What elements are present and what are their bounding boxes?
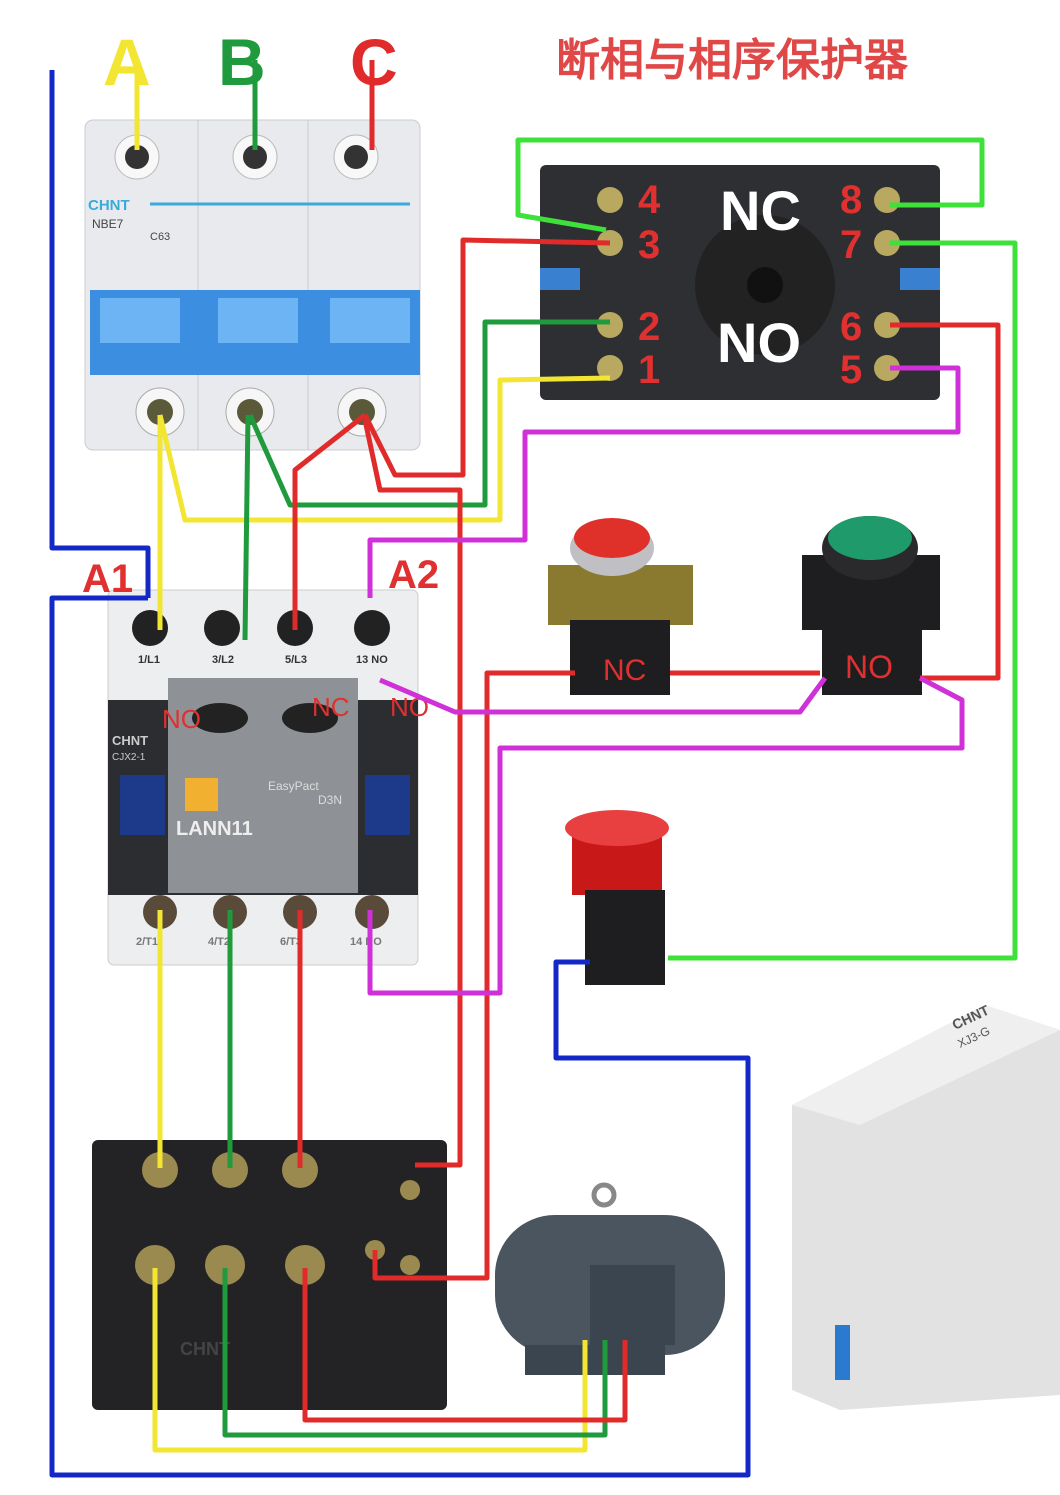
breaker-brand: CHNT (88, 197, 130, 214)
terminal-3-l2: 3/L2 (212, 654, 234, 666)
phase-b-label: B (218, 25, 266, 99)
aux-model: D3N (318, 793, 342, 807)
motor (495, 1182, 725, 1375)
breaker-rating: C63 (150, 231, 170, 243)
terminal-6: 6 (840, 305, 862, 349)
relay-socket: NC NO 1 2 3 4 5 6 7 8 (540, 165, 940, 400)
contactor: 1/L1 3/L2 5/L3 13 NO CHNT CJX2-1 EasyPac… (107, 589, 429, 966)
terminal-1-l1: 1/L1 (138, 654, 160, 666)
indicator-lamp (565, 810, 669, 985)
aux-no-label: NO (162, 704, 201, 734)
phase-protector: CHNT XJ3-G (792, 1002, 1060, 1410)
overload-brand: CHNT (180, 1339, 230, 1359)
terminal-14-no: 14 NO (350, 936, 382, 948)
breaker-model: NBE7 (92, 217, 124, 231)
terminal-5: 5 (840, 348, 862, 392)
terminal-4: 4 (638, 178, 661, 222)
terminal-1: 1 (638, 348, 660, 392)
start-button-no-label: NO (845, 649, 893, 685)
start-button: NO (802, 516, 940, 695)
wires (49, 60, 1018, 1478)
coil-a1-label: A1 (82, 557, 133, 601)
stop-button: NC (548, 518, 693, 695)
circuit-breaker: CHNT NBE7 C63 (84, 119, 421, 451)
terminal-2: 2 (638, 305, 660, 349)
aux-block-model: LANN11 (176, 818, 253, 840)
diagram-title: 断相与相序保护器 (556, 36, 909, 85)
terminal-5-l3: 5/L3 (285, 654, 307, 666)
terminal-2-t1: 2/T1 (136, 936, 158, 948)
aux-brand: EasyPact (268, 779, 319, 793)
terminal-8: 8 (840, 178, 862, 222)
terminal-3: 3 (638, 223, 660, 267)
relay-nc-label: NC (720, 179, 801, 242)
phase-a-label: A (103, 25, 151, 99)
aux-nc-label: NC (312, 692, 350, 722)
thermal-overload-relay: CHNT (92, 1140, 447, 1410)
terminal-7: 7 (840, 223, 862, 267)
terminal-6-t3: 6/T3 (280, 936, 302, 948)
stop-button-nc-label: NC (603, 654, 646, 687)
coil-a2-label: A2 (388, 553, 439, 597)
contactor-model: CJX2-1 (112, 752, 146, 763)
relay-no-label: NO (717, 311, 801, 374)
terminal-4-t2: 4/T2 (208, 936, 230, 948)
terminal-13-no: 13 NO (356, 654, 388, 666)
contactor-brand: CHNT (112, 733, 148, 748)
